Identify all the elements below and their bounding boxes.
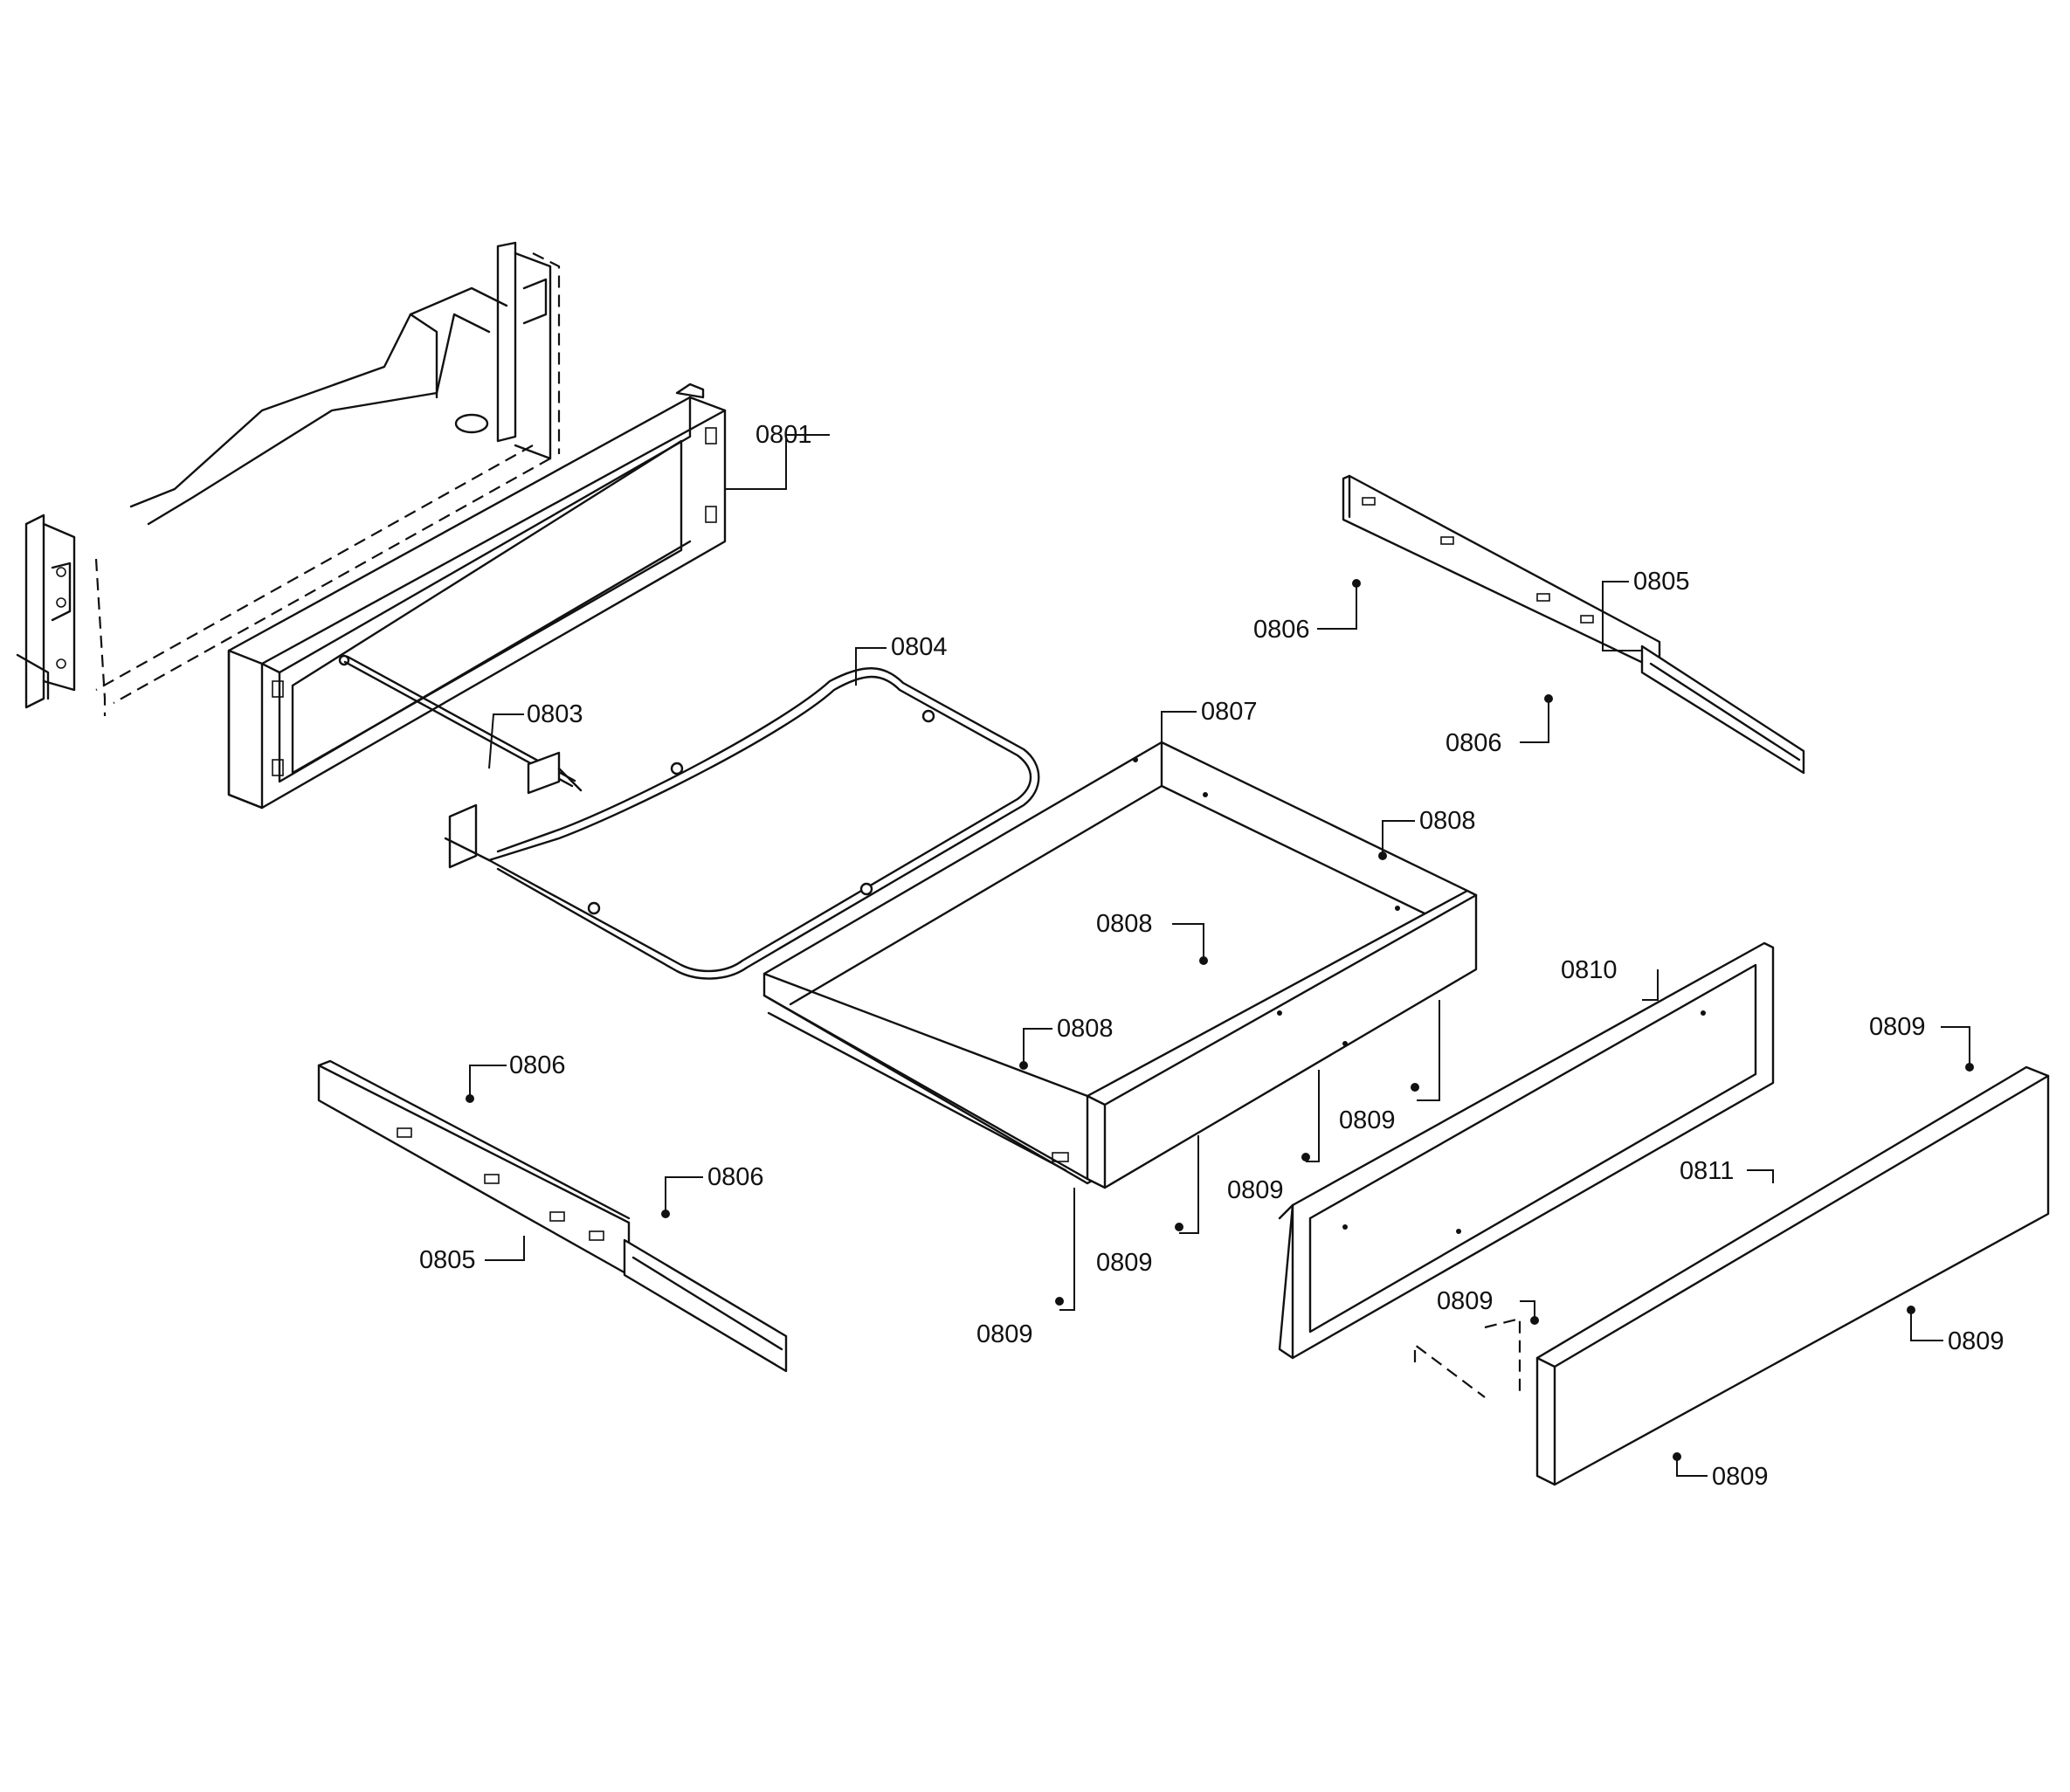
callout-0809-4: 0809 — [1096, 1249, 1153, 1277]
callout-0803: 0803 — [527, 700, 583, 728]
callout-0804: 0804 — [891, 633, 948, 661]
drawer-box-part-0807 — [762, 741, 1478, 1189]
callout-0809-5: 0809 — [976, 1320, 1033, 1348]
callout-0806-right-1: 0806 — [1253, 616, 1310, 644]
callout-0808-b: 0808 — [1096, 910, 1153, 938]
callout-0808-c: 0808 — [1057, 1015, 1114, 1043]
callout-0809-2: 0809 — [1339, 1106, 1396, 1134]
callout-labels: 0801 0803 0804 0805 0806 0806 0807 0808 … — [419, 421, 2004, 1491]
callout-0807: 0807 — [1201, 698, 1258, 726]
callout-0810: 0810 — [1561, 956, 1618, 984]
callout-0806-left-2: 0806 — [707, 1163, 764, 1191]
rail-part-0805-left — [317, 1059, 788, 1373]
oven-chassis-part — [16, 241, 561, 716]
callout-0809-6: 0809 — [1437, 1287, 1494, 1315]
heating-element-part-0804 — [444, 667, 1040, 980]
callout-0809-8: 0809 — [1712, 1463, 1769, 1491]
callout-0806-left-1: 0806 — [509, 1051, 566, 1079]
callout-0805-left: 0805 — [419, 1246, 476, 1274]
callout-0808-a: 0808 — [1419, 807, 1476, 835]
sensor-part-0803 — [338, 654, 583, 795]
rail-part-0805-right — [1342, 474, 1805, 775]
callout-0809-7: 0809 — [1948, 1327, 2004, 1355]
inner-panel-part-0810 — [1278, 941, 1775, 1360]
callout-0811: 0811 — [1680, 1157, 1734, 1185]
callout-0809-1: 0809 — [1869, 1013, 1926, 1041]
callout-0805-right: 0805 — [1633, 568, 1690, 596]
outer-panel-part-0811 — [1535, 1065, 2050, 1486]
callout-0809-3: 0809 — [1227, 1176, 1284, 1204]
callout-0806-right-2: 0806 — [1446, 729, 1502, 757]
callout-0801: 0801 — [756, 421, 812, 449]
frame-part-0801 — [227, 383, 727, 810]
leader-lines — [469, 434, 1970, 1477]
